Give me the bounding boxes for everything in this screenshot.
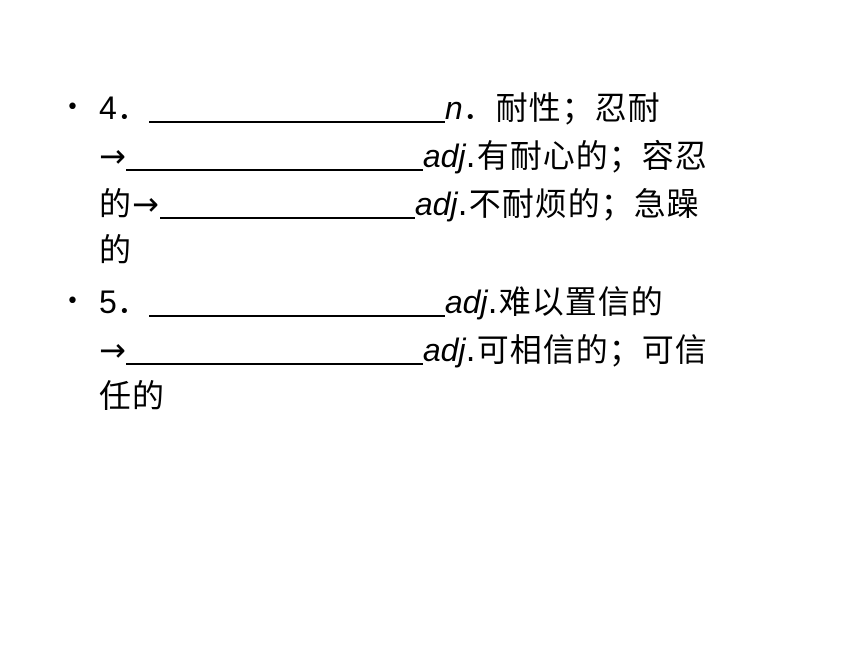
answer-blank[interactable] (125, 335, 423, 365)
arrow-text: → (99, 331, 126, 369)
bullet-point: • (66, 289, 79, 314)
item-line: 5． adj.难以置信的 (99, 282, 664, 322)
definition-text: .可相信的；可信 (465, 331, 708, 369)
item-line: 4． n．耐性；忍耐 (99, 88, 661, 128)
bullet-point: • (66, 95, 79, 120)
part-of-speech: adj (422, 332, 466, 368)
part-of-speech: adj (422, 138, 466, 174)
answer-blank[interactable] (125, 141, 423, 171)
definition-text: .不耐烦的；急躁 (457, 185, 700, 223)
arrow-text: 的→ (99, 185, 160, 223)
definition-text: 任的 (99, 377, 166, 415)
definition-text: 的 (99, 231, 133, 269)
item-number: 5． (99, 284, 149, 320)
part-of-speech: n (444, 90, 463, 126)
answer-blank[interactable] (148, 287, 445, 317)
item-number: 4． (99, 90, 149, 126)
item-line: 的 (99, 230, 132, 270)
part-of-speech: adj (444, 284, 488, 320)
item-line: → adj.可相信的；可信 (99, 330, 708, 370)
definition-text: .难以置信的 (487, 283, 664, 321)
definition-text: .有耐心的；容忍 (465, 137, 708, 175)
item-line: 任的 (99, 376, 165, 416)
item-line: → adj.有耐心的；容忍 (99, 136, 708, 176)
answer-blank[interactable] (159, 189, 415, 219)
arrow-text: → (99, 137, 126, 175)
answer-blank[interactable] (148, 93, 445, 123)
definition-text: ．耐性；忍耐 (462, 89, 661, 127)
item-line: 的→ adj.不耐烦的；急躁 (99, 184, 700, 224)
part-of-speech: adj (414, 186, 458, 222)
